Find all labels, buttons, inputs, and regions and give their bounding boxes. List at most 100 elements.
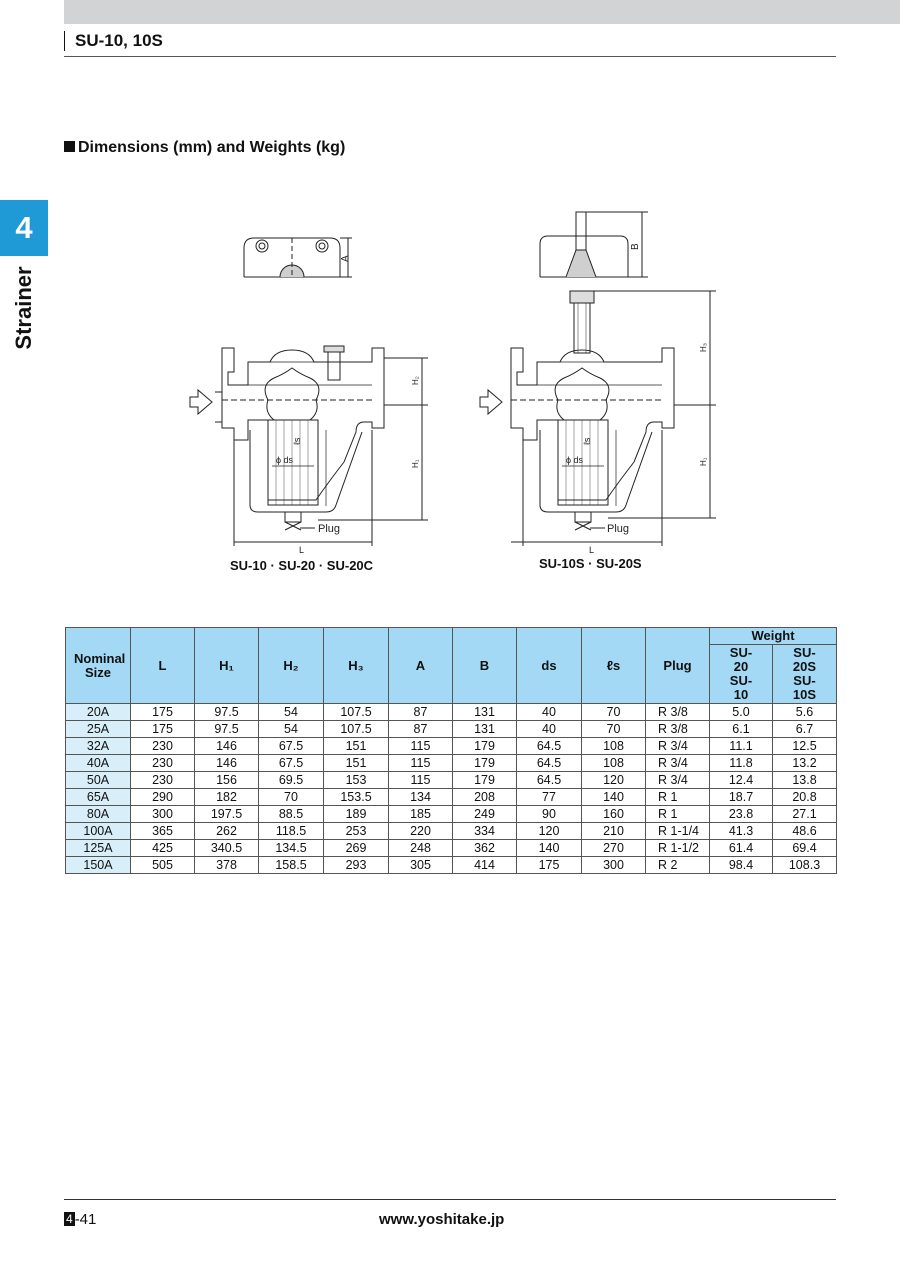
cell-h1: 182 [194, 788, 259, 806]
footer-divider [64, 1199, 836, 1200]
dimension-drawings: A H₂ H₁ ℓs ϕ ds Plug L B H₃ H₁ ℓs ϕ ds P… [189, 211, 716, 555]
cell-b: 334 [452, 822, 517, 840]
cell-ls: 70 [581, 703, 646, 721]
cell-l: 425 [130, 839, 195, 857]
cell-size: 25A [65, 720, 131, 738]
cell-weight-su20s: 5.6 [772, 703, 837, 721]
header-plug: Plug [645, 627, 710, 704]
cell-plug: R 2 [645, 856, 710, 874]
cell-h1: 97.5 [194, 720, 259, 738]
header-ds: ds [516, 627, 582, 704]
cell-ls: 108 [581, 737, 646, 755]
cell-weight-su20s: 108.3 [772, 856, 837, 874]
cell-b: 179 [452, 754, 517, 772]
dim-label-a: A [340, 255, 351, 262]
left-drawing [189, 237, 428, 546]
cell-a: 115 [388, 737, 453, 755]
cell-plug: R 3/4 [645, 771, 710, 789]
dim-label-h3: H₃ [699, 343, 708, 352]
cell-ls: 300 [581, 856, 646, 874]
cell-a: 87 [388, 720, 453, 738]
cell-a: 248 [388, 839, 453, 857]
cell-h2: 88.5 [258, 805, 324, 823]
footer-url: www.yoshitake.jp [379, 1211, 505, 1228]
cell-size: 125A [65, 839, 131, 857]
header-weight-su20s: SU-20S SU-10S [772, 644, 837, 704]
cell-size: 100A [65, 822, 131, 840]
cell-h1: 146 [194, 737, 259, 755]
cell-h3: 151 [323, 737, 389, 755]
cell-size: 50A [65, 771, 131, 789]
header-l: L [130, 627, 195, 704]
cell-weight-su20: 12.4 [709, 771, 773, 789]
right-drawing-caption: SU-10S · SU-20S [539, 556, 642, 571]
left-dome [264, 367, 320, 421]
left-body-outline [221, 347, 385, 501]
cell-h1: 197.5 [194, 805, 259, 823]
left-top-view [243, 237, 341, 278]
cell-b: 179 [452, 771, 517, 789]
cell-l: 505 [130, 856, 195, 874]
cell-weight-su20: 6.1 [709, 720, 773, 738]
cell-size: 20A [65, 703, 131, 721]
cell-b: 362 [452, 839, 517, 857]
cell-weight-su20: 5.0 [709, 703, 773, 721]
section-heading: Dimensions (mm) and Weights (kg) [64, 139, 345, 157]
cell-h1: 146 [194, 754, 259, 772]
cell-h2: 69.5 [258, 771, 324, 789]
top-bar [64, 0, 900, 24]
cell-l: 230 [130, 737, 195, 755]
header-b: B [452, 627, 517, 704]
dim-label-ls-right: ℓs [582, 437, 592, 445]
cell-a: 185 [388, 805, 453, 823]
cell-h3: 151 [323, 754, 389, 772]
cell-b: 249 [452, 805, 517, 823]
cell-h3: 269 [323, 839, 389, 857]
cell-h2: 134.5 [258, 839, 324, 857]
cell-size: 150A [65, 856, 131, 874]
cell-h2: 118.5 [258, 822, 324, 840]
inlet-arrow-icon [479, 388, 503, 416]
cell-l: 230 [130, 771, 195, 789]
cell-ls: 160 [581, 805, 646, 823]
page-number: 4-41 [64, 1211, 96, 1228]
cell-weight-su20: 98.4 [709, 856, 773, 874]
cell-plug: R 3/8 [645, 720, 710, 738]
inlet-arrow-icon [189, 388, 213, 416]
cell-size: 40A [65, 754, 131, 772]
cell-weight-su20s: 12.5 [772, 737, 837, 755]
dim-label-h1-left: H₁ [411, 459, 420, 468]
cell-ls: 70 [581, 720, 646, 738]
cell-h2: 158.5 [258, 856, 324, 874]
cell-h1: 262 [194, 822, 259, 840]
cell-weight-su20s: 69.4 [772, 839, 837, 857]
square-bullet-icon [64, 141, 75, 152]
cell-ds: 77 [516, 788, 582, 806]
cell-h1: 156 [194, 771, 259, 789]
header-nominal-size: Nominal Size [65, 627, 131, 704]
header-h1: H₁ [194, 627, 259, 704]
cell-plug: R 3/8 [645, 703, 710, 721]
chapter-chip: 4 [64, 1212, 75, 1226]
dim-label-h2: H₂ [411, 376, 420, 385]
section-title: Dimensions (mm) and Weights (kg) [78, 139, 346, 156]
cell-h3: 189 [323, 805, 389, 823]
cell-weight-su20s: 13.8 [772, 771, 837, 789]
cell-h2: 67.5 [258, 754, 324, 772]
cell-b: 131 [452, 703, 517, 721]
cell-b: 179 [452, 737, 517, 755]
dim-label-b: B [630, 243, 641, 250]
cell-weight-su20: 11.8 [709, 754, 773, 772]
cell-ds: 64.5 [516, 771, 582, 789]
dim-label-l-left: L [299, 545, 304, 555]
right-dome [554, 367, 610, 421]
right-drawing [479, 211, 716, 546]
chapter-tab: 4 [0, 200, 48, 256]
cell-weight-su20s: 13.2 [772, 754, 837, 772]
dim-label-h1-right: H₁ [699, 457, 708, 466]
